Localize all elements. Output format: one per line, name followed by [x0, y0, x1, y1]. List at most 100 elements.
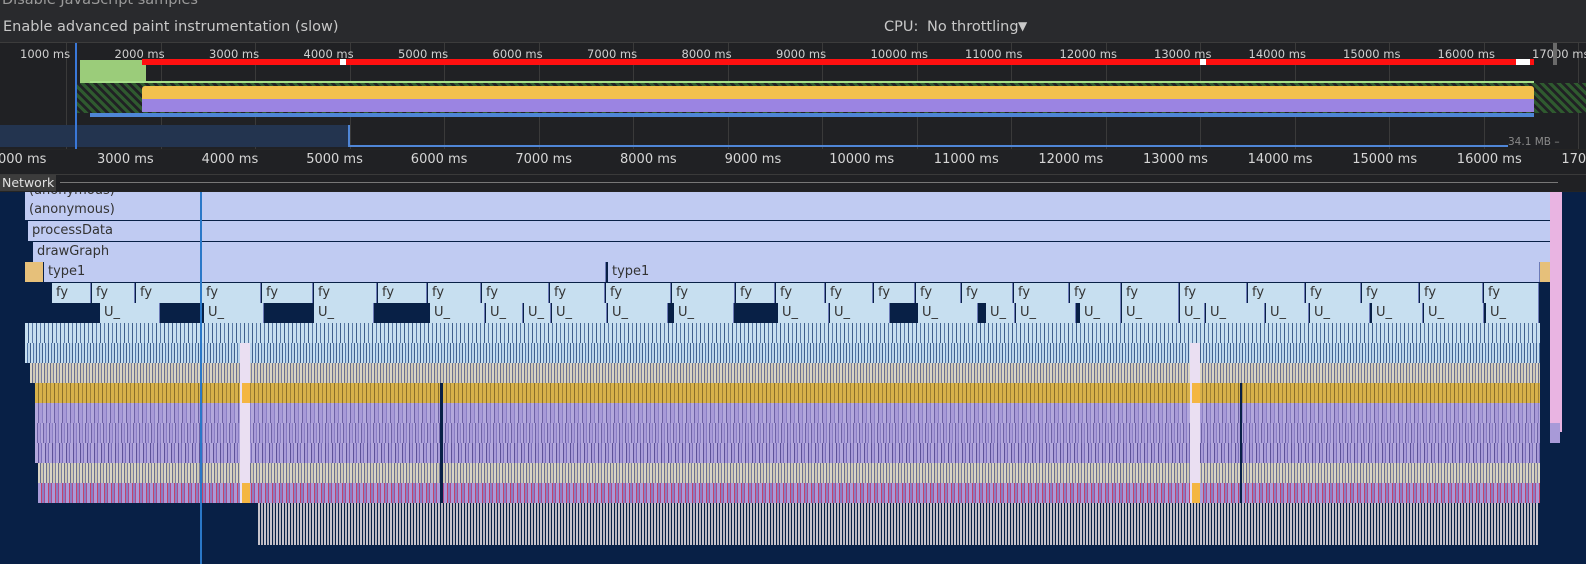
flame-fy-call[interactable]: fy — [1070, 283, 1121, 303]
playhead-cursor[interactable] — [200, 192, 202, 564]
ruler-tick-label: 6000 ms — [410, 152, 468, 167]
flame-row-anonymous-top[interactable]: (anonymous) — [25, 192, 1555, 200]
flame-dense-row-3 — [30, 363, 1540, 383]
chevron-down-icon[interactable]: ▼ — [1018, 19, 1028, 33]
flame-u-call[interactable]: U_ — [1372, 303, 1423, 323]
overview-tick-label: 13000 ms — [1154, 47, 1212, 61]
flame-row-drawgraph[interactable]: drawGraph — [33, 242, 1555, 262]
flame-u-call[interactable]: U_ — [100, 303, 160, 323]
flame-fy-call[interactable]: fy — [92, 283, 135, 303]
selection-left-handle[interactable] — [75, 43, 77, 149]
flame-u-call[interactable]: U_ — [608, 303, 668, 323]
ruler-tick-label: 4000 ms — [201, 152, 259, 167]
flame-u-call[interactable]: U_ — [524, 303, 551, 323]
overview-tick-label: 14000 ms — [1248, 47, 1306, 61]
flame-u-call[interactable]: U_ — [918, 303, 978, 323]
flame-u-call[interactable]: U_ — [830, 303, 890, 323]
flame-type1-a[interactable]: type1 — [44, 262, 606, 282]
cpu-throttling-select[interactable]: No throttling — [927, 19, 1019, 35]
flame-u-call[interactable]: U_ — [1122, 303, 1179, 323]
ruler-tick-label: 10000 ms — [829, 152, 895, 167]
disable-js-samples-option[interactable]: Disable JavaScript samples — [2, 0, 198, 8]
flame-fy-call[interactable]: fy — [1122, 283, 1179, 303]
flame-fy-call[interactable]: fy — [874, 283, 915, 303]
flame-fy-call[interactable]: fy — [202, 283, 261, 303]
flame-u-call[interactable]: U_ — [1016, 303, 1076, 323]
flame-fy-call[interactable]: fy — [736, 283, 775, 303]
flame-u-call[interactable]: U_ — [430, 303, 485, 323]
flame-u-call[interactable]: U_ — [1266, 303, 1309, 323]
flame-u-call[interactable]: U_ — [204, 303, 264, 323]
flame-dense-row-4 — [38, 463, 1540, 483]
flame-highlight-column — [240, 343, 250, 503]
flame-gap — [440, 383, 443, 503]
settings-bar: Disable JavaScript samples Enable advanc… — [0, 0, 1586, 43]
flame-fy-call[interactable]: fy — [1248, 283, 1305, 303]
ruler-tick-label: 15000 ms — [1352, 152, 1418, 167]
flame-fy-call[interactable]: fy — [916, 283, 961, 303]
flame-type1-b[interactable]: type1 — [608, 262, 1540, 282]
flame-u-call[interactable]: U_ — [486, 303, 523, 323]
flame-u-call[interactable]: U_ — [552, 303, 607, 323]
flame-fy-call[interactable]: fy — [1484, 283, 1539, 303]
network-track[interactable] — [0, 175, 1586, 191]
flame-fy-call[interactable]: fy — [482, 283, 549, 303]
flame-fy-call[interactable]: fy — [826, 283, 873, 303]
fps-marker — [340, 59, 346, 65]
flame-fy-call[interactable]: fy — [776, 283, 825, 303]
flame-fy-call[interactable]: fy — [550, 283, 605, 303]
flame-fy-call[interactable]: fy — [672, 283, 735, 303]
ruler-tick-label: 170 — [1561, 152, 1586, 167]
flame-u-call[interactable]: U_ — [778, 303, 829, 323]
frames-line — [90, 81, 1534, 83]
flame-row-anonymous[interactable]: (anonymous) — [25, 200, 1555, 220]
overview-tick-label: 17000 ms — [1532, 47, 1586, 61]
flame-u-call[interactable]: U_ — [986, 303, 1015, 323]
ruler-tick-label: 5000 ms — [306, 152, 363, 167]
main-flame-chart[interactable]: (anonymous) (anonymous) processData draw… — [0, 192, 1586, 564]
network-strip — [90, 113, 1534, 117]
flame-fy-call[interactable]: fy — [1420, 283, 1483, 303]
flame-u-call[interactable]: U_ — [1424, 303, 1484, 323]
flame-fy-call[interactable]: fy — [262, 283, 313, 303]
flame-fy-call[interactable]: fy — [52, 283, 91, 303]
selection-right-handle[interactable] — [1553, 43, 1557, 65]
flame-fy-call[interactable]: fy — [1306, 283, 1361, 303]
ruler-tick-label: 000 ms — [0, 152, 47, 167]
flame-highlight-column — [1190, 343, 1200, 503]
flame-u-call[interactable]: U_ — [314, 303, 374, 323]
ruler-tick-label: 11000 ms — [933, 152, 999, 167]
flame-fy-call[interactable]: fy — [1362, 283, 1419, 303]
overview-tick-label: 4000 ms — [303, 47, 354, 61]
flame-fy-call[interactable]: fy — [314, 283, 377, 303]
memory-range-label: 34.1 MB – 63... — [1508, 136, 1560, 149]
flame-fy-call[interactable]: fy — [378, 283, 427, 303]
flame-row-processdata[interactable]: processData — [28, 221, 1555, 241]
network-track-label[interactable]: Network — [0, 175, 57, 191]
overview-tick-label: 7000 ms — [587, 47, 638, 61]
flame-u-call[interactable]: U_ — [674, 303, 734, 323]
flame-fy-call[interactable]: fy — [136, 283, 201, 303]
network-track-line — [60, 182, 1558, 183]
overview-tick-label: 12000 ms — [1059, 47, 1117, 61]
flame-u-call[interactable]: U_ — [1310, 303, 1370, 323]
flame-fy-call[interactable]: fy — [962, 283, 1013, 303]
flame-u-call[interactable]: U_ — [1486, 303, 1539, 323]
long-task-marker — [242, 383, 250, 403]
paint-instrumentation-option[interactable]: Enable advanced paint instrumentation (s… — [3, 19, 339, 35]
flame-fy-call[interactable]: fy — [1014, 283, 1069, 303]
flame-u-call[interactable]: U_ — [1180, 303, 1205, 323]
flame-fy-call[interactable]: fy — [1180, 283, 1247, 303]
flame-fy-call[interactable]: fy — [606, 283, 671, 303]
flame-fy-call[interactable]: fy — [428, 283, 481, 303]
flame-left-gold — [25, 262, 43, 282]
flame-u-call[interactable]: U_ — [1080, 303, 1121, 323]
flame-u-call[interactable]: U_ — [1206, 303, 1265, 323]
flame-gold-row — [35, 383, 1540, 403]
fps-red-bar — [142, 59, 1534, 65]
flame-purple-row-1 — [35, 403, 1540, 423]
flame-purple-row-3 — [35, 443, 1540, 463]
ruler-tick-label: 3000 ms — [97, 152, 154, 167]
